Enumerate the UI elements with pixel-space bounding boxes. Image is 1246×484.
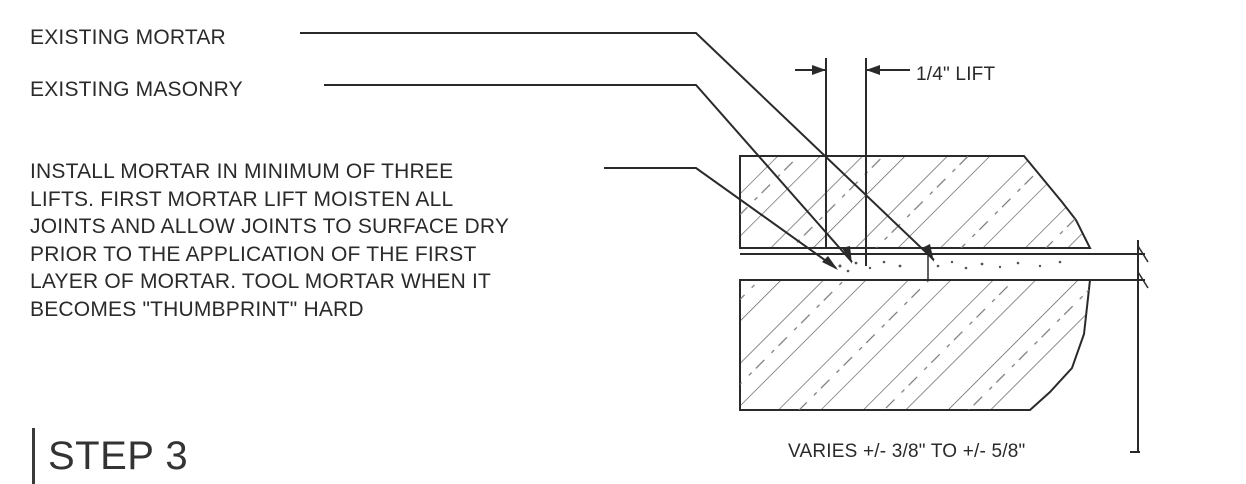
note-line: LAYER OF MORTAR. TOOL MORTAR WHEN IT (30, 270, 492, 293)
step-title: STEP 3 (48, 434, 189, 478)
note-line: INSTALL MORTAR IN MINIMUM OF THREE (30, 160, 454, 183)
note-line: BECOMES "THUMBPRINT" HARD (30, 297, 364, 321)
existing-mortar-label: EXISTING MORTAR (30, 26, 226, 49)
leader-lines (300, 32, 935, 269)
leader-arrows (822, 244, 934, 270)
note-line: JOINTS AND ALLOW JOINTS TO SURFACE DRY (30, 215, 510, 238)
install-mortar-note: INSTALL MORTAR IN MINIMUM OF THREE LIFTS… (30, 158, 670, 323)
joint-dimension-label: VARIES +/- 3/8" TO +/- 5/8" (788, 441, 1026, 462)
mortar-fill (838, 260, 1062, 273)
title-bar-mark (32, 428, 35, 484)
joint-dimension (1130, 240, 1140, 453)
note-line: LIFTS. FIRST MORTAR LIFT MOISTEN ALL (30, 187, 454, 211)
existing-masonry-label: EXISTING MASONRY (30, 78, 243, 101)
lift-dimension-label: 1/4" LIFT (916, 64, 996, 85)
lift-dimension (795, 58, 910, 266)
note-line: PRIOR TO THE APPLICATION OF THE FIRST (30, 242, 477, 266)
